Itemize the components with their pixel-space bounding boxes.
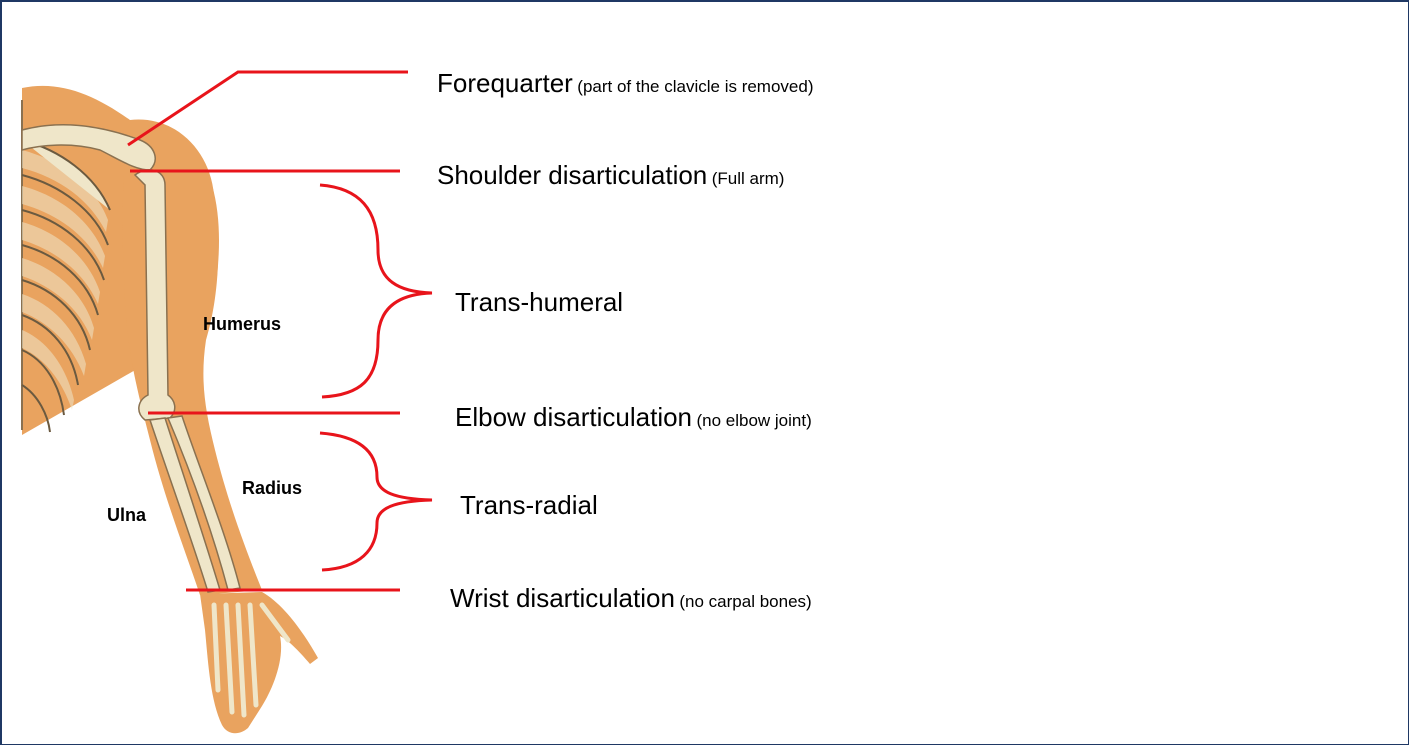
ulna-label: Ulna	[107, 506, 146, 524]
wrist-note: (no carpal bones)	[679, 592, 811, 611]
radius-label: Radius	[242, 479, 302, 497]
shoulder-note: (Full arm)	[712, 169, 785, 188]
transhumeral-main: Trans-humeral	[455, 287, 623, 317]
elbow-main: Elbow disarticulation	[455, 402, 692, 432]
humerus-label: Humerus	[203, 315, 281, 333]
elbow-label: Elbow disarticulation (no elbow joint)	[455, 404, 812, 430]
transhumeral-label: Trans-humeral	[455, 289, 623, 315]
forequarter-main: Forequarter	[437, 68, 573, 98]
wrist-label: Wrist disarticulation (no carpal bones)	[450, 585, 812, 611]
wrist-main: Wrist disarticulation	[450, 583, 675, 613]
shoulder-main: Shoulder disarticulation	[437, 160, 707, 190]
transradial-main: Trans-radial	[460, 490, 598, 520]
transradial-brace	[320, 433, 432, 570]
transradial-label: Trans-radial	[460, 492, 598, 518]
elbow-note: (no elbow joint)	[696, 411, 811, 430]
shoulder-label: Shoulder disarticulation (Full arm)	[437, 162, 784, 188]
forequarter-note: (part of the clavicle is removed)	[577, 77, 813, 96]
transhumeral-brace	[320, 185, 432, 397]
forequarter-label: Forequarter (part of the clavicle is rem…	[437, 70, 814, 96]
